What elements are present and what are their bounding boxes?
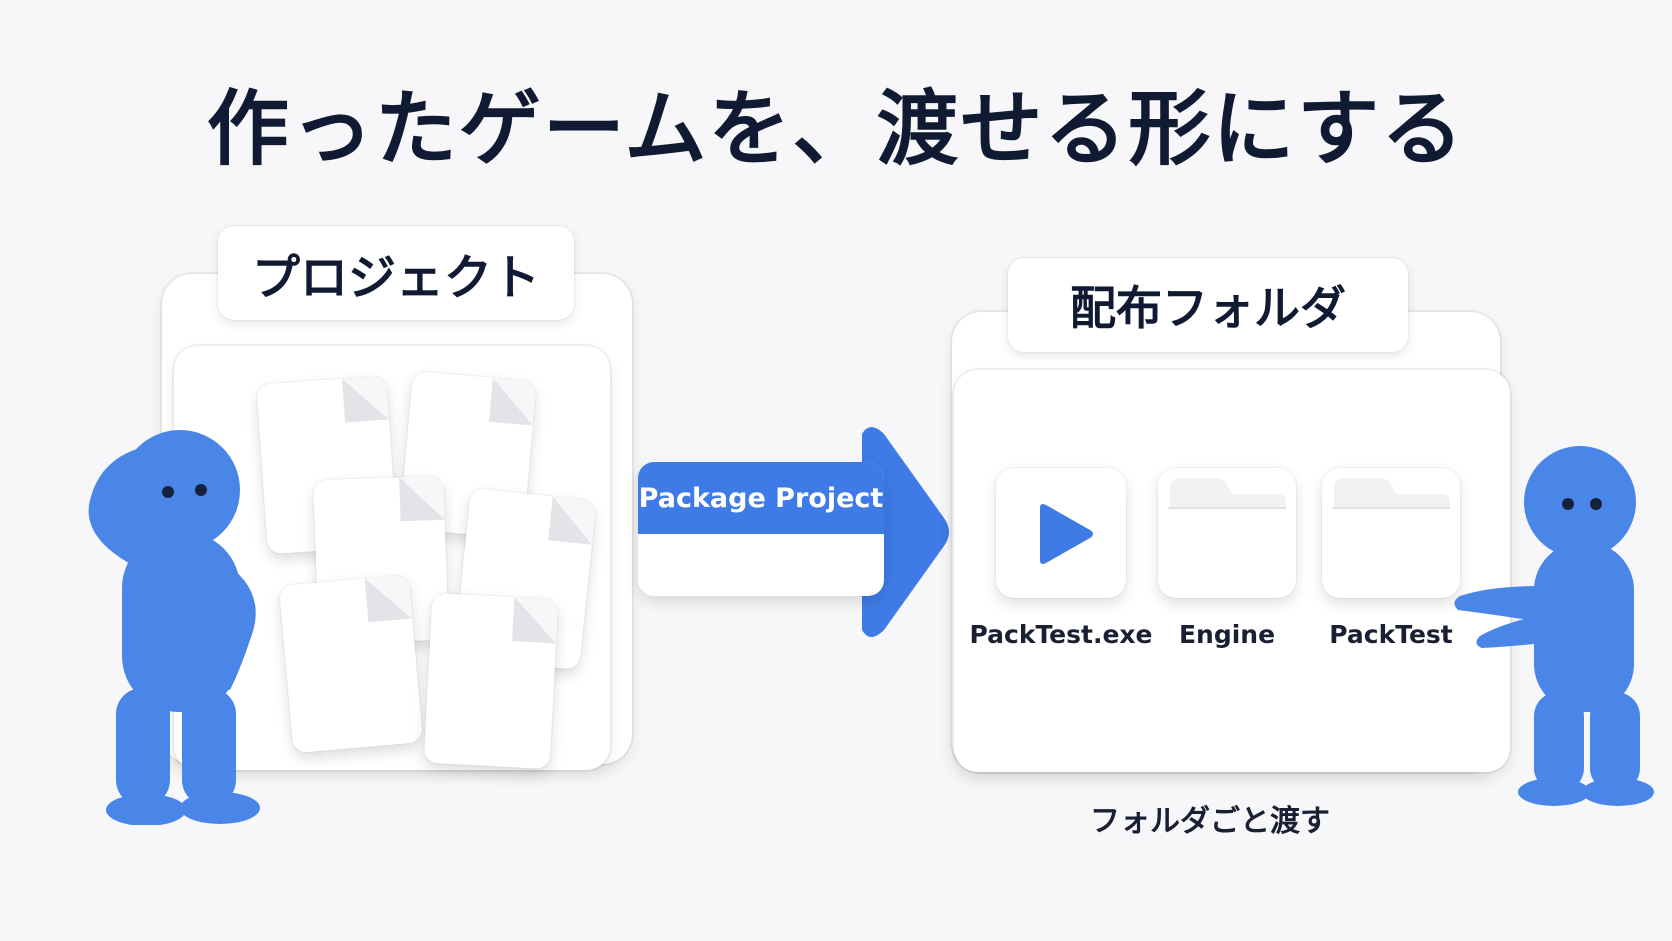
project-label: プロジェクト bbox=[218, 226, 574, 320]
distribution-label: 配布フォルダ bbox=[1008, 258, 1408, 352]
thinking-figure bbox=[88, 430, 260, 825]
package-project-button[interactable]: Package Project bbox=[638, 462, 884, 596]
exe-file-tile[interactable] bbox=[996, 468, 1126, 598]
presenting-figure bbox=[1454, 446, 1654, 806]
engine-folder-tile[interactable] bbox=[1158, 468, 1296, 598]
folder-icon bbox=[1168, 478, 1286, 509]
file-name-exe: PackTest.exe bbox=[969, 620, 1153, 649]
page-title: 作ったゲームを、渡せる形にする bbox=[206, 82, 1466, 177]
play-icon bbox=[1040, 504, 1093, 564]
folder-icon bbox=[1332, 478, 1450, 509]
file-name-packtest: PackTest bbox=[1329, 620, 1453, 649]
document-icon bbox=[423, 592, 559, 770]
packtest-folder-tile[interactable] bbox=[1322, 468, 1460, 598]
file-name-engine: Engine bbox=[1178, 620, 1276, 649]
distribution-caption: フォルダごと渡す bbox=[1090, 804, 1330, 839]
package-project-label: Package Project bbox=[638, 462, 884, 534]
document-icon bbox=[278, 574, 424, 754]
